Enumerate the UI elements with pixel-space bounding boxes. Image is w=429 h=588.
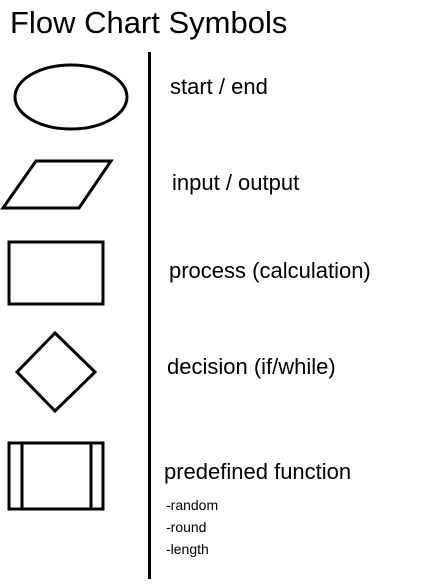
start-end-label: start / end [170, 74, 268, 99]
diagram-title: Flow Chart Symbols [10, 5, 288, 40]
oval-symbol-icon [13, 63, 129, 131]
predefined-process-symbol-icon [7, 441, 105, 511]
example-round: -round [166, 519, 207, 535]
predefined-function-label: predefined function [164, 459, 352, 484]
vertical-divider [148, 52, 151, 579]
rectangle-symbol-icon [7, 240, 105, 306]
parallelogram-symbol-icon [0, 159, 114, 210]
predefined-function-examples: -random -round -length [166, 494, 218, 560]
decision-label: decision (if/while) [167, 354, 336, 379]
process-label: process (calculation) [169, 258, 371, 283]
diamond-symbol-icon [14, 330, 98, 414]
example-random: -random [166, 497, 219, 513]
input-output-label: input / output [172, 170, 300, 195]
example-length: -length [166, 541, 209, 557]
